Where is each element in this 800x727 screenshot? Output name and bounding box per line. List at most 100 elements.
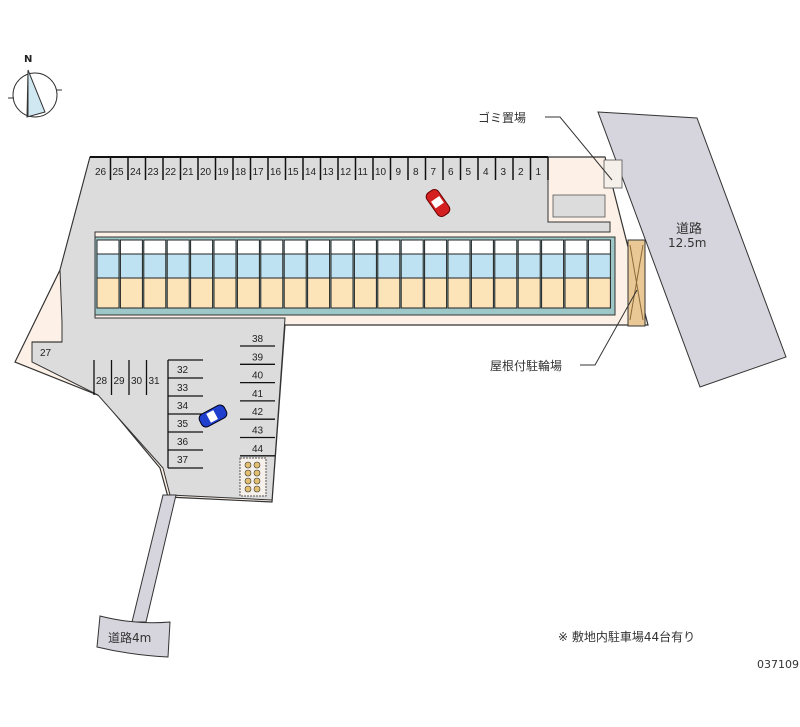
side-road-label: 道路4m bbox=[108, 631, 152, 645]
parking-spot-12: 12 bbox=[340, 167, 352, 178]
bike-slot bbox=[253, 461, 261, 469]
unit-wet-area bbox=[213, 253, 237, 279]
unit-wet-area bbox=[119, 253, 143, 279]
unit-entrance bbox=[494, 239, 518, 255]
parking-spot-40: 40 bbox=[252, 371, 264, 382]
parking-spot-25: 25 bbox=[113, 167, 125, 178]
parking-spot-15: 15 bbox=[288, 167, 300, 178]
unit-entrance bbox=[424, 239, 448, 255]
parking-spot-11: 11 bbox=[358, 167, 369, 178]
unit-wet-area bbox=[424, 253, 448, 279]
unit-wet-area bbox=[447, 253, 471, 279]
main-road-label: 道路 bbox=[676, 222, 703, 237]
parking-spot-10: 10 bbox=[375, 167, 387, 178]
parking-spot-35: 35 bbox=[177, 419, 189, 430]
unit-entrance bbox=[260, 239, 284, 255]
parking-spot-37: 37 bbox=[177, 455, 189, 466]
parking-spot-34: 34 bbox=[177, 401, 189, 412]
garbage-leader-line bbox=[545, 116, 613, 181]
unit-room bbox=[236, 277, 260, 309]
parking-spot-42: 42 bbox=[252, 407, 264, 418]
unit-entrance bbox=[307, 239, 331, 255]
parking-spot-6: 6 bbox=[448, 167, 454, 178]
bike-rack bbox=[239, 457, 267, 497]
parking-spot-13: 13 bbox=[323, 167, 335, 178]
parking-spot-44: 44 bbox=[252, 444, 264, 455]
side-road bbox=[131, 494, 177, 623]
unit-entrance bbox=[541, 239, 565, 255]
unit-room bbox=[260, 277, 284, 309]
side-road-label-box bbox=[96, 615, 171, 658]
north-compass-icon: N bbox=[8, 54, 62, 118]
parking-spot-24: 24 bbox=[130, 167, 142, 178]
parking-spot-41: 41 bbox=[252, 389, 264, 400]
unit-wet-area bbox=[377, 253, 401, 279]
unit-entrance bbox=[517, 239, 541, 255]
unit-room bbox=[517, 277, 541, 309]
unit-wet-area bbox=[166, 253, 190, 279]
unit-room bbox=[587, 277, 611, 309]
parking-spot-8: 8 bbox=[413, 167, 419, 178]
unit-entrance bbox=[330, 239, 354, 255]
parking-spot-5: 5 bbox=[466, 167, 472, 178]
unit-entrance bbox=[96, 239, 120, 255]
parking-spot-21: 21 bbox=[183, 167, 195, 178]
parking-spot-20: 20 bbox=[200, 167, 212, 178]
unit-wet-area bbox=[494, 253, 518, 279]
unit-room bbox=[564, 277, 588, 309]
parking-spot-32: 32 bbox=[177, 365, 189, 376]
bike-slot bbox=[244, 469, 252, 477]
parking-spot-31: 31 bbox=[149, 376, 161, 387]
parking-spot-29: 29 bbox=[114, 376, 126, 387]
unit-room bbox=[283, 277, 307, 309]
unit-room bbox=[494, 277, 518, 309]
bicycle-parking-label: 屋根付駐輪場 bbox=[490, 359, 563, 373]
parking-spot-39: 39 bbox=[252, 352, 264, 363]
main-road-width: 12.5m bbox=[668, 236, 707, 250]
unit-wet-area bbox=[517, 253, 541, 279]
unit-entrance bbox=[119, 239, 143, 255]
unit-entrance bbox=[447, 239, 471, 255]
unit-room bbox=[447, 277, 471, 309]
parking-spot-3: 3 bbox=[501, 167, 507, 178]
unit-room bbox=[541, 277, 565, 309]
parking-spot-30: 30 bbox=[131, 376, 143, 387]
blue-car-icon bbox=[198, 404, 228, 428]
parking-spot-9: 9 bbox=[396, 167, 402, 178]
unit-wet-area bbox=[143, 253, 167, 279]
parking-spot-27: 27 bbox=[40, 348, 52, 359]
unit-entrance bbox=[143, 239, 167, 255]
unit-wet-area bbox=[564, 253, 588, 279]
parking-spot-7: 7 bbox=[431, 167, 437, 178]
bike-slot bbox=[244, 485, 252, 493]
parking-spot-1: 1 bbox=[536, 167, 542, 178]
parking-spot-14: 14 bbox=[305, 167, 317, 178]
unit-wet-area bbox=[260, 253, 284, 279]
garbage-station-label: ゴミ置場 bbox=[478, 111, 527, 125]
bike-slot bbox=[253, 477, 261, 485]
unit-wet-area bbox=[190, 253, 214, 279]
unit-entrance bbox=[236, 239, 260, 255]
unit-entrance bbox=[587, 239, 611, 255]
unit-wet-area bbox=[96, 253, 120, 279]
bike-slot bbox=[244, 461, 252, 469]
unit-room bbox=[307, 277, 331, 309]
bike-slot bbox=[253, 469, 261, 477]
unit-entrance bbox=[400, 239, 424, 255]
parking-spot-26: 26 bbox=[95, 167, 107, 178]
garbage-area bbox=[552, 194, 606, 218]
garbage-station bbox=[603, 159, 623, 189]
unit-wet-area bbox=[470, 253, 494, 279]
unit-entrance bbox=[283, 239, 307, 255]
unit-room bbox=[400, 277, 424, 309]
bike-slot bbox=[253, 485, 261, 493]
parking-spot-4: 4 bbox=[483, 167, 489, 178]
bicycle-leader-line bbox=[580, 289, 638, 366]
unit-entrance bbox=[213, 239, 237, 255]
parking-spot-23: 23 bbox=[148, 167, 160, 178]
parking-spot-33: 33 bbox=[177, 383, 189, 394]
unit-wet-area bbox=[587, 253, 611, 279]
unit-entrance bbox=[564, 239, 588, 255]
